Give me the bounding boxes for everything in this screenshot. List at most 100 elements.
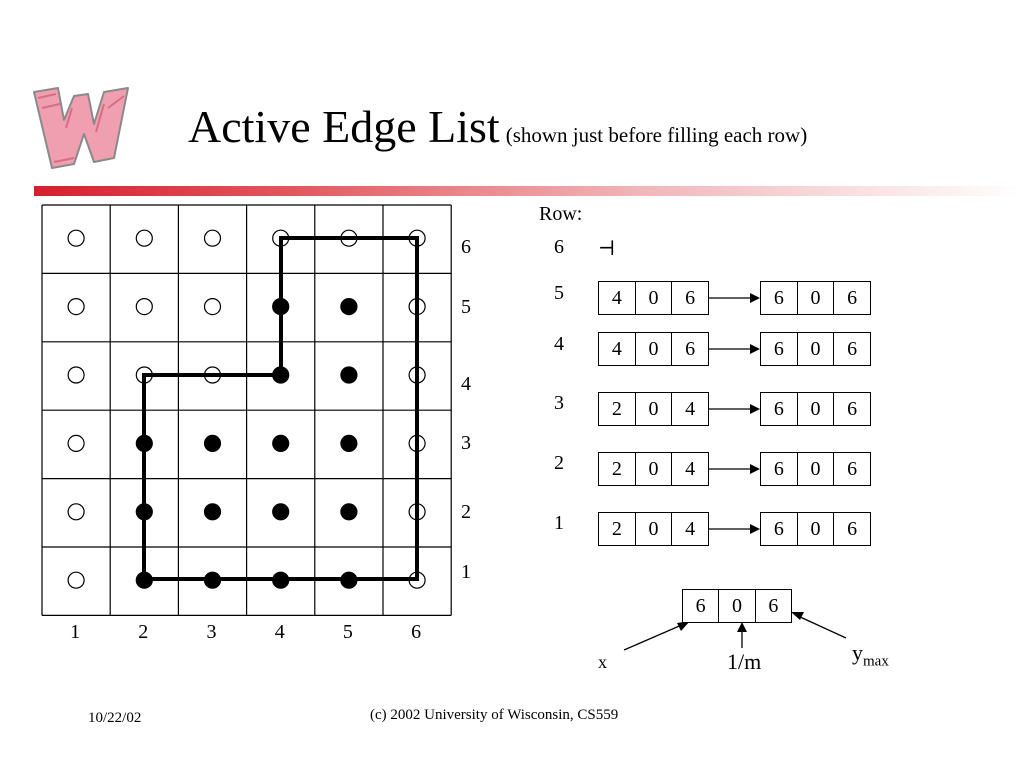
empty-pixel [67, 229, 85, 247]
legend-slope-label: 1/m [727, 649, 762, 674]
edge-entry-value: 0 [634, 453, 672, 485]
edge-entry-value: 0 [796, 453, 834, 485]
edge-list-arrows [709, 293, 760, 534]
edge-entry-value: 6 [773, 398, 784, 420]
edge-entry-value: 2 [611, 398, 622, 420]
edge-entry-value: 4 [611, 338, 622, 360]
edge-entry-value: 6 [833, 513, 870, 545]
row-label: 2 [461, 501, 471, 523]
edge-entry-value: 6 [833, 453, 870, 485]
row-label: 5 [461, 296, 471, 318]
edge-entry-value: 6 [833, 393, 870, 425]
column-label: 1 [70, 621, 80, 643]
edge-entry-value: 6 [773, 287, 784, 309]
edge-list-row-label: 2 [554, 452, 564, 474]
column-labels: 1 2 3 4 5 6 [70, 621, 421, 643]
edge-list-row-label: 1 [554, 512, 564, 534]
edge-entry-value: 0 [634, 333, 672, 365]
wisconsin-w-logo-icon [33, 87, 129, 169]
empty-pixel [203, 229, 222, 247]
edge-entry-value: 6 [833, 333, 870, 365]
filled-pixel [340, 434, 358, 452]
edge-entry-value: 4 [671, 453, 708, 485]
edge-entry-value: 0 [634, 282, 672, 314]
ymax-letter: y [852, 640, 863, 665]
edge-entry-value: 4 [671, 513, 708, 545]
edge-entry-value: 0 [796, 282, 834, 314]
empty-pixel [67, 366, 85, 384]
column-label: 6 [411, 621, 421, 643]
column-label: 3 [207, 621, 217, 643]
polygon-outline [142, 236, 419, 581]
empty-pixel [67, 298, 85, 316]
edge-entry-value: 6 [773, 458, 784, 480]
edge-list-row-label: 6 [554, 236, 564, 258]
row-label: 3 [461, 432, 471, 454]
empty-pixel [67, 571, 85, 589]
edge-entry-value: 0 [796, 393, 834, 425]
edge-list-row-label: 5 [554, 282, 564, 304]
column-label: 4 [275, 621, 285, 643]
empty-pixel [67, 434, 85, 452]
edge-entry-value: 0 [796, 513, 834, 545]
edge-entry-value: 6 [773, 518, 784, 540]
legend-entry-value: 6 [754, 590, 791, 622]
empty-pixel [135, 298, 153, 316]
legend-entry-value: 6 [695, 595, 706, 617]
legend-x-label: x [598, 652, 607, 672]
legend-ymax-label: ymax [852, 640, 889, 670]
legend-entry-value: 0 [718, 590, 754, 622]
filled-pixel [272, 434, 290, 452]
edge-entry-value: 2 [611, 518, 622, 540]
title-main: Active Edge List [188, 101, 500, 152]
title-subtitle: (shown just before filling each row) [505, 123, 808, 147]
column-label: 2 [138, 621, 148, 643]
empty-pixel [203, 298, 222, 316]
column-label: 5 [343, 621, 353, 643]
edge-entry-value: 6 [773, 338, 784, 360]
footer-copyright: (c) 2002 University of Wisconsin, CS559 [370, 707, 619, 723]
filled-pixel [340, 298, 358, 316]
edge-entry-value: 4 [671, 393, 708, 425]
legend-arrows [623, 612, 847, 651]
null-pointer-icon: ⊣ [598, 238, 616, 260]
ymax-subscript: max [863, 653, 889, 670]
footer-date: 10/22/02 [88, 710, 142, 726]
row-label: 1 [461, 561, 471, 583]
filled-pixel [203, 434, 222, 452]
title-divider [34, 186, 1024, 196]
edge-entry-value: 6 [833, 282, 870, 314]
slide-title: Active Edge List(shown just before filli… [188, 100, 807, 153]
edge-list-row-label: 4 [554, 333, 564, 355]
empty-pixel [67, 503, 85, 521]
empty-pixel [135, 229, 153, 247]
row-label: 6 [461, 236, 471, 258]
edge-entry-value: 0 [634, 393, 672, 425]
edge-entry-value: 2 [611, 458, 622, 480]
filled-pixel [203, 503, 222, 521]
edge-entry-value: 6 [671, 333, 708, 365]
edge-entry-value: 0 [634, 513, 672, 545]
edge-entry-value: 0 [796, 333, 834, 365]
edge-entry-value: 4 [611, 287, 622, 309]
row-header: Row: [539, 203, 583, 225]
edge-entry-value: 6 [671, 282, 708, 314]
filled-pixel [340, 503, 358, 521]
filled-pixel [272, 503, 290, 521]
grid-lines [41, 204, 452, 617]
edge-list-row-label: 3 [554, 392, 564, 414]
filled-pixel [340, 366, 358, 384]
